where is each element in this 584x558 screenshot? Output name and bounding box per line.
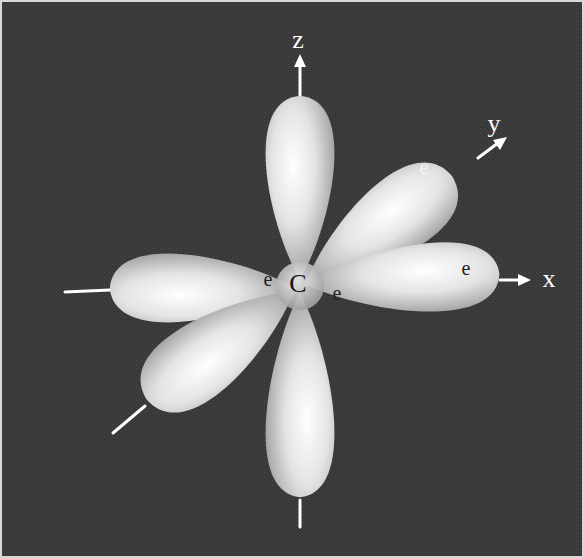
electron-label: e [462, 258, 471, 278]
axis-label: x [543, 266, 556, 292]
electron-label: e [333, 283, 342, 303]
axis-label: z [292, 27, 304, 53]
axis-label: y [488, 111, 501, 137]
electron-label: e [264, 269, 273, 289]
atom-label: C [289, 271, 306, 297]
electron-label: e [420, 157, 429, 177]
